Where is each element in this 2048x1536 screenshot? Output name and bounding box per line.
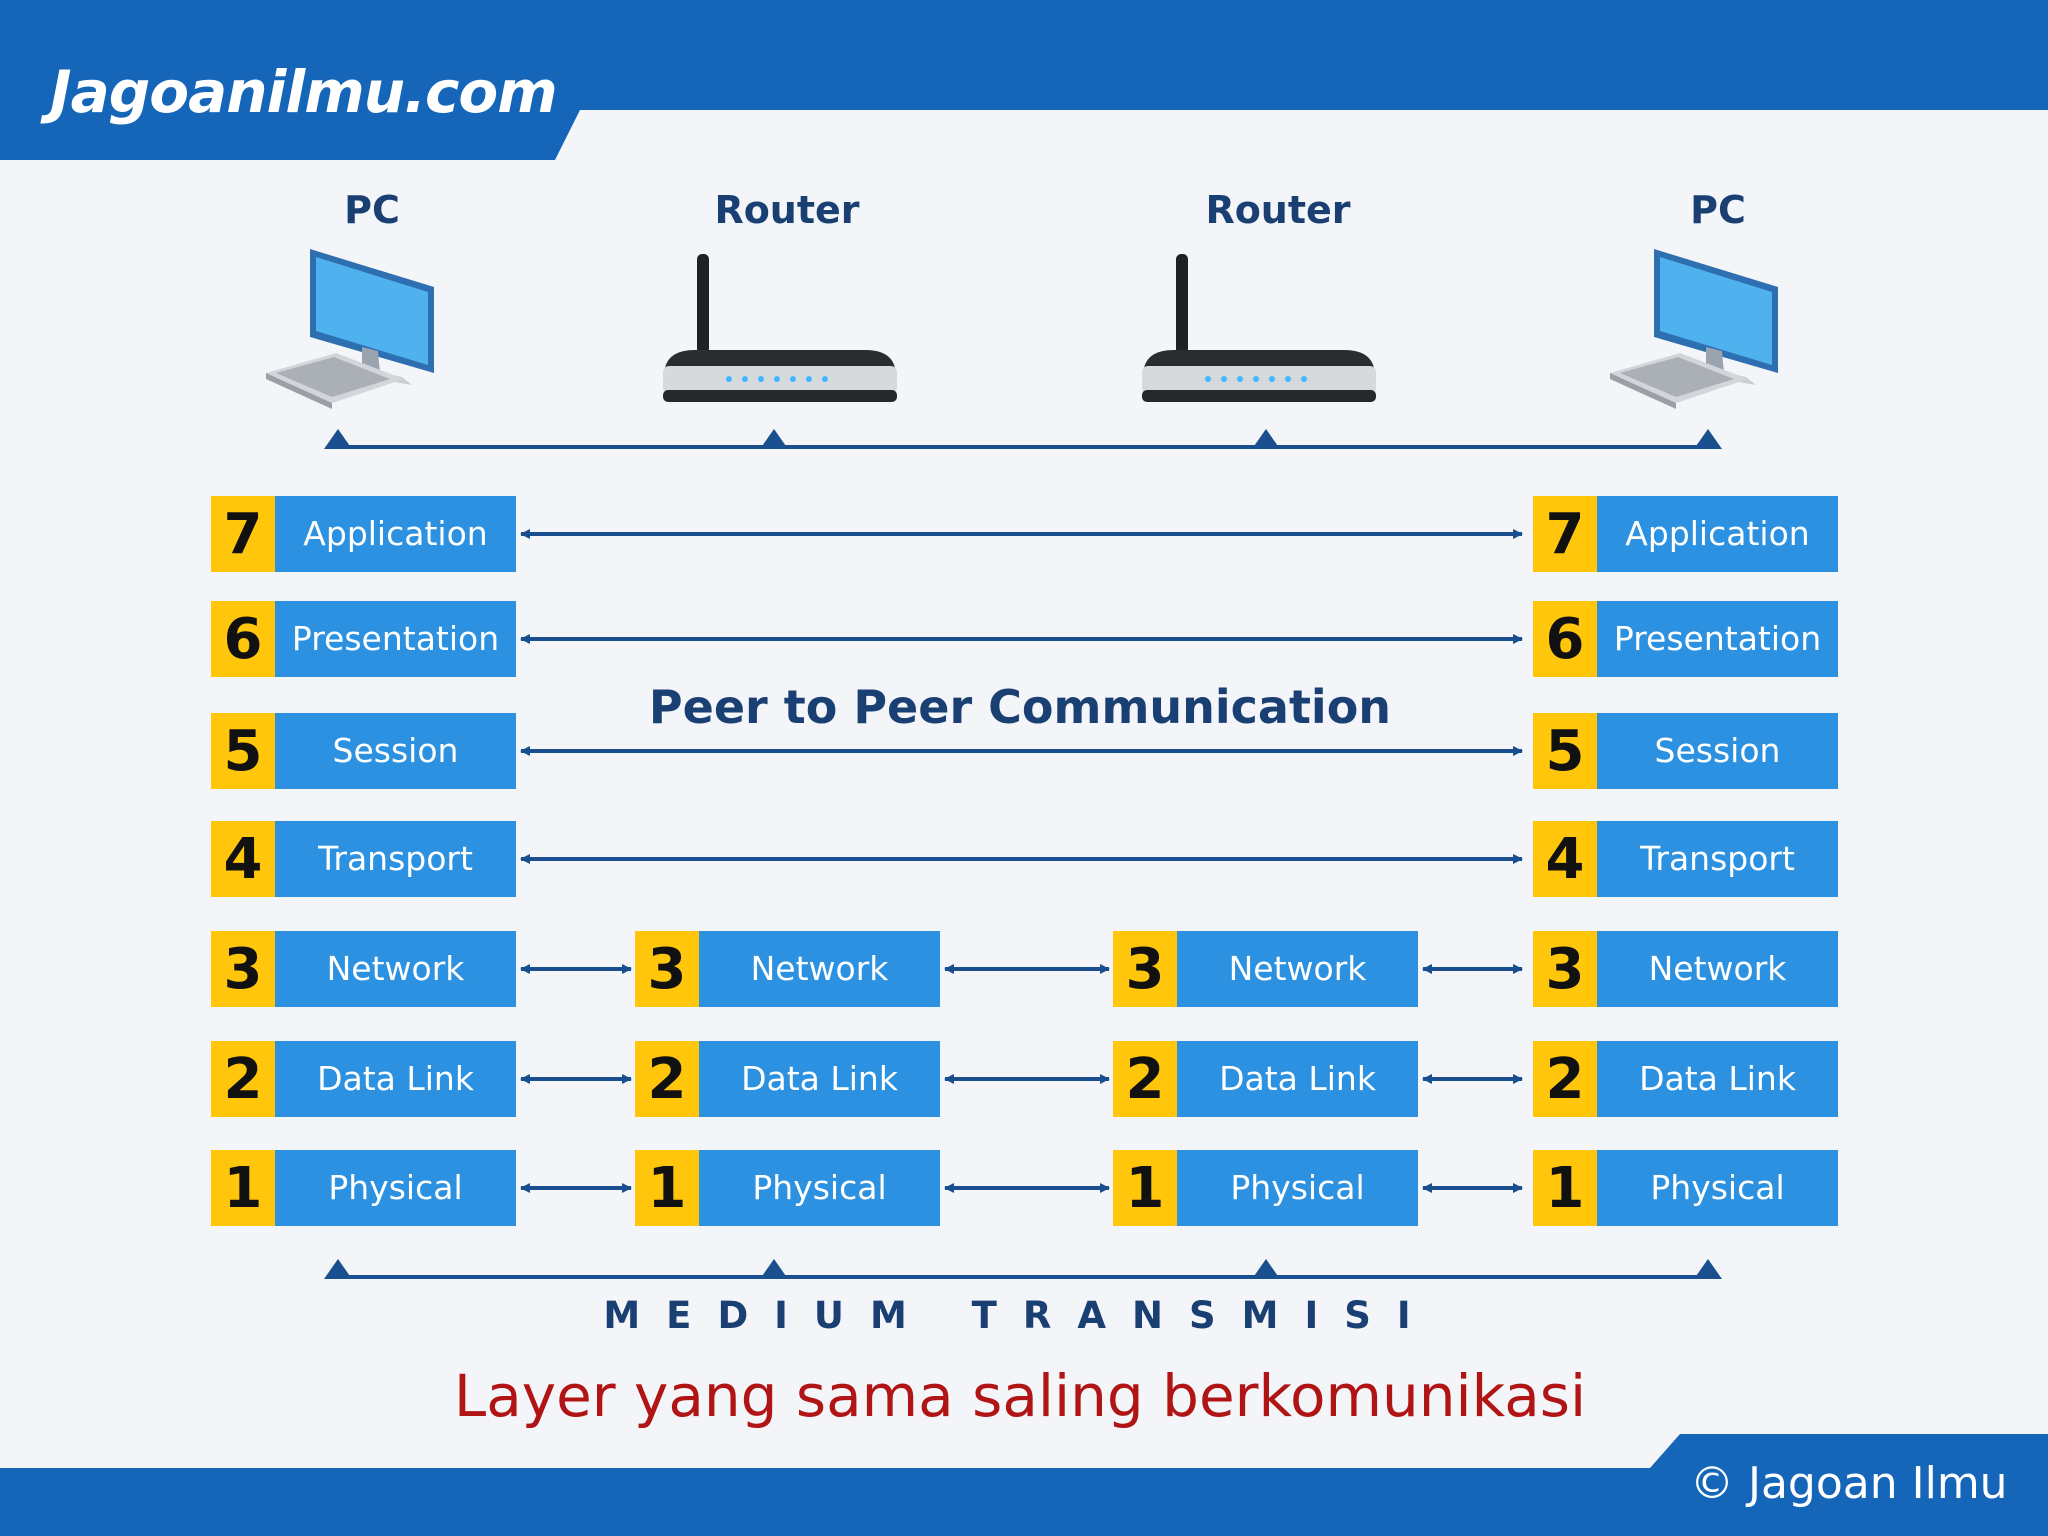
layer-number: 4 (211, 821, 275, 897)
layer-label: Network (1228, 949, 1367, 988)
layer-label: Network (1648, 949, 1787, 988)
device-label-router-1: Router (714, 188, 860, 232)
device-label-pc-right: PC (1690, 188, 1746, 232)
layer-number: 5 (211, 713, 275, 789)
layer-label: Physical (752, 1168, 887, 1207)
layer-physical-router-2: 1 Physical (1113, 1150, 1418, 1226)
layer-number: 6 (211, 601, 275, 677)
layer-presentation-pc-left: 6 Presentation (211, 601, 516, 677)
computer-icon (1610, 249, 1778, 409)
layer-application-pc-left: 7 Application (211, 496, 516, 572)
layer-network-pc-right: 3 Network (1533, 931, 1838, 1007)
layer-label: Transport (1640, 839, 1795, 878)
layer-number: 1 (211, 1150, 275, 1226)
layer-label: Session (1654, 731, 1781, 770)
layer-number: 2 (211, 1041, 275, 1117)
layer-number: 3 (635, 931, 699, 1007)
header-bar (0, 0, 2048, 160)
device-bus-line (324, 429, 1722, 449)
layer-label: Application (303, 514, 488, 553)
layer-physical-router-1: 1 Physical (635, 1150, 940, 1226)
layer-number: 2 (1533, 1041, 1597, 1117)
device-label-pc-left: PC (344, 188, 400, 232)
layer-physical-pc-right: 1 Physical (1533, 1150, 1838, 1226)
layer-number: 1 (1533, 1150, 1597, 1226)
layer-label: Transport (318, 839, 473, 878)
layer-label: Application (1625, 514, 1810, 553)
layer-label: Presentation (1613, 619, 1822, 658)
layer-number: 4 (1533, 821, 1597, 897)
medium-transmission-label: MEDIUM TRANSMISI (603, 1294, 1437, 1337)
layer-data-link-router-2: 2 Data Link (1113, 1041, 1418, 1117)
layer-number: 7 (1533, 496, 1597, 572)
layer-number: 7 (211, 496, 275, 572)
site-title: Jagoanilmu.com (50, 58, 558, 126)
layer-label: Network (326, 949, 465, 988)
layer-number: 2 (635, 1041, 699, 1117)
layer-number: 3 (1533, 931, 1597, 1007)
hop-arrows (520, 964, 1523, 1193)
layer-label: Data Link (1639, 1059, 1796, 1098)
layer-number: 3 (211, 931, 275, 1007)
layer-label: Data Link (741, 1059, 898, 1098)
router-icon (663, 254, 897, 402)
layer-data-link-pc-left: 2 Data Link (211, 1041, 516, 1117)
layer-number: 1 (635, 1150, 699, 1226)
layer-data-link-pc-right: 2 Data Link (1533, 1041, 1838, 1117)
peer-communication-label: Peer to Peer Communication (648, 680, 1392, 734)
device-label-router-2: Router (1205, 188, 1351, 232)
layer-network-router-2: 3 Network (1113, 931, 1418, 1007)
layer-network-router-1: 3 Network (635, 931, 940, 1007)
layer-data-link-router-1: 2 Data Link (635, 1041, 940, 1117)
layer-label: Data Link (317, 1059, 474, 1098)
computer-icon (266, 249, 434, 409)
medium-bus-line (324, 1259, 1722, 1279)
layer-label: Session (332, 731, 459, 770)
footer-bar (0, 1434, 2048, 1536)
layer-session-pc-left: 5 Session (211, 713, 516, 789)
layer-label: Network (750, 949, 889, 988)
layer-session-pc-right: 5 Session (1533, 713, 1838, 789)
layer-number: 6 (1533, 601, 1597, 677)
layer-label: Data Link (1219, 1059, 1376, 1098)
layer-number: 1 (1113, 1150, 1177, 1226)
peer-arrows (520, 529, 1523, 864)
layer-network-pc-left: 3 Network (211, 931, 516, 1007)
router-icon (1142, 254, 1376, 402)
layer-number: 2 (1113, 1041, 1177, 1117)
caption: Layer yang sama saling berkomunikasi (453, 1362, 1587, 1430)
layer-application-pc-right: 7 Application (1533, 496, 1838, 572)
layer-physical-pc-left: 1 Physical (211, 1150, 516, 1226)
layer-label: Physical (328, 1168, 463, 1207)
layer-label: Physical (1650, 1168, 1785, 1207)
layer-presentation-pc-right: 6 Presentation (1533, 601, 1838, 677)
layer-number: 5 (1533, 713, 1597, 789)
layer-transport-pc-left: 4 Transport (211, 821, 516, 897)
layer-label: Physical (1230, 1168, 1365, 1207)
layer-transport-pc-right: 4 Transport (1533, 821, 1838, 897)
layer-number: 3 (1113, 931, 1177, 1007)
layer-label: Presentation (291, 619, 500, 658)
copyright-text: © Jagoan Ilmu (1690, 1458, 2008, 1509)
